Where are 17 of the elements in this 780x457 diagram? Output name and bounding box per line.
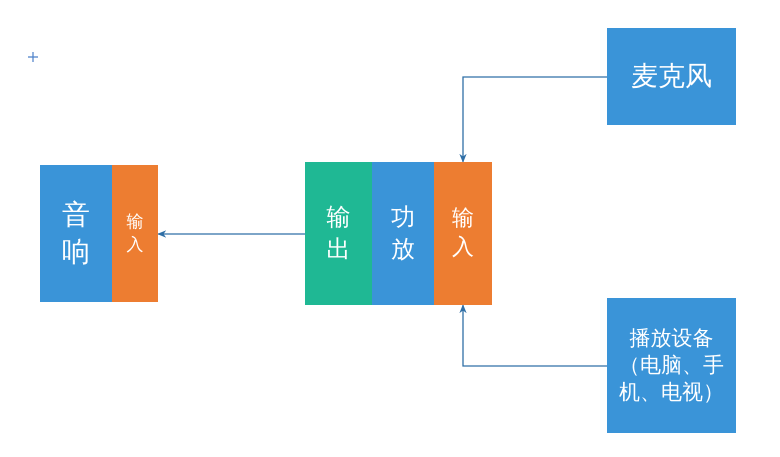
input-box — [112, 165, 158, 302]
arrow — [459, 304, 607, 367]
microphone-box — [607, 28, 736, 125]
arrow — [157, 230, 305, 238]
playback-device-box — [607, 298, 736, 433]
output-box — [305, 162, 372, 305]
box-label: 功放 — [390, 202, 416, 264]
box-label: 输出 — [326, 202, 352, 264]
arrow — [459, 76, 607, 163]
box-label: 麦克风 — [631, 60, 712, 94]
speaker-box — [40, 165, 112, 302]
box-label: 播放设备（电脑、手机、电视） — [618, 324, 725, 406]
box-label: 输入 — [126, 211, 144, 256]
box-label: 音响 — [61, 197, 91, 270]
box-label: 输入 — [451, 204, 475, 262]
input-box — [434, 162, 492, 305]
amplifier-box — [372, 162, 434, 305]
